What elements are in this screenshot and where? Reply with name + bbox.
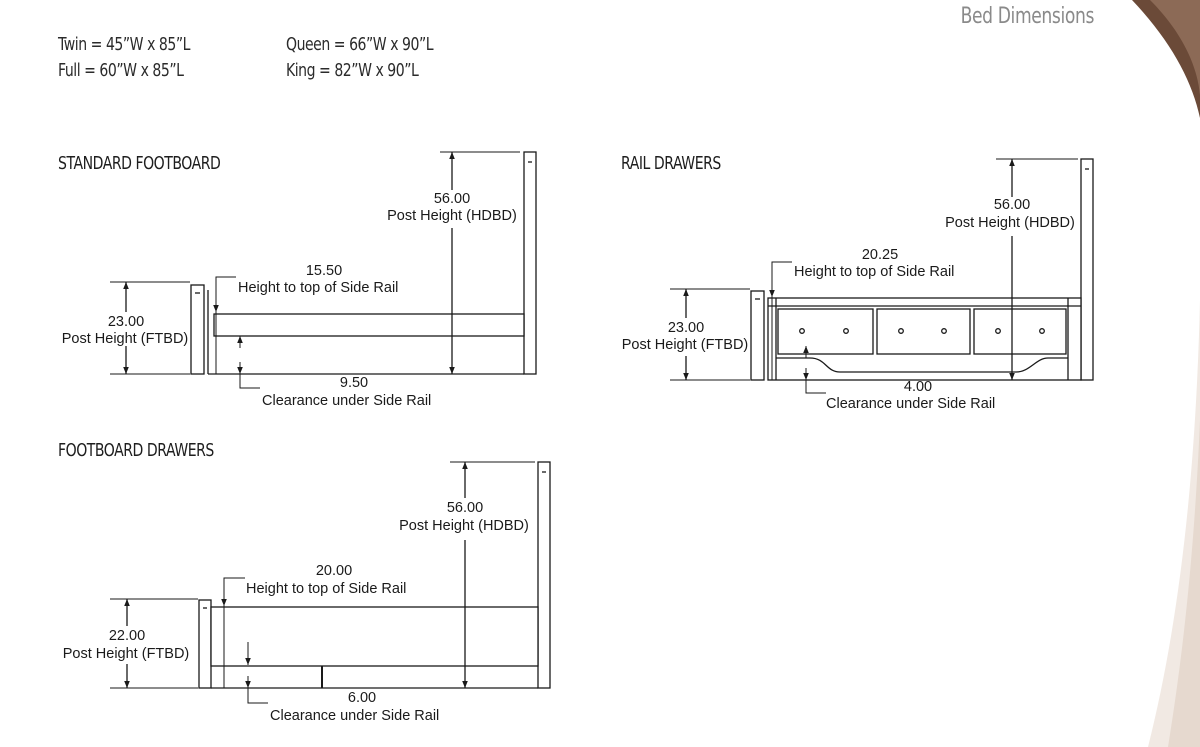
- side-rail: [210, 606, 539, 667]
- headboard-post: [523, 151, 537, 375]
- diagram-rail-drawers: [670, 158, 1094, 394]
- fd-hdbd-label: Post Height (HDBD): [399, 518, 529, 534]
- page-title: Bed Dimensions: [960, 4, 1095, 29]
- rd-ftbd-label: Post Height (FTBD): [622, 337, 749, 353]
- std-rail-label: Height to top of Side Rail: [238, 280, 398, 296]
- rd-rail-label: Height to top of Side Rail: [794, 264, 954, 280]
- footboard-post: [198, 599, 212, 689]
- section-title-footboard-drawers: FOOTBOARD DRAWERS: [58, 440, 214, 461]
- drawer-right: [973, 308, 1067, 355]
- std-clear-value: 9.50: [340, 375, 368, 391]
- rd-hdbd-label: Post Height (HDBD): [945, 215, 1075, 231]
- section-title-rail-drawers: RAIL DRAWERS: [621, 153, 721, 174]
- rd-clear-value: 4.00: [904, 379, 932, 395]
- rd-ftbd-value: 23.00: [668, 320, 704, 336]
- fd-clear-label: Clearance under Side Rail: [270, 708, 439, 724]
- rail-apron-curve: [776, 357, 1068, 373]
- fd-ftbd-label: Post Height (FTBD): [63, 646, 190, 662]
- diagram-footboard-drawers: [110, 461, 551, 704]
- section-title-standard-footboard: STANDARD FOOTBOARD: [58, 153, 221, 174]
- std-rail-value: 15.50: [306, 263, 342, 279]
- fd-ftbd-value: 22.00: [109, 628, 145, 644]
- size-full: Full = 60”W x 85”L: [58, 60, 184, 81]
- rd-hdbd-value: 56.00: [994, 197, 1030, 213]
- size-king: King = 82”W x 90”L: [286, 60, 419, 81]
- std-hdbd-label: Post Height (HDBD): [387, 208, 517, 224]
- side-rail-drawer-frame: [767, 297, 1082, 381]
- size-queen: Queen = 66”W x 90”L: [286, 34, 434, 55]
- diagram-standard-footboard: [110, 151, 537, 389]
- footboard-post: [190, 284, 205, 375]
- rd-rail-value: 20.25: [862, 247, 898, 263]
- size-twin: Twin = 45”W x 85”L: [58, 34, 191, 55]
- side-rail: [213, 313, 525, 337]
- fd-hdbd-value: 56.00: [447, 500, 483, 516]
- drawer-left: [777, 308, 874, 355]
- footboard-post: [750, 290, 765, 381]
- fd-clear-value: 6.00: [348, 690, 376, 706]
- fd-rail-label: Height to top of Side Rail: [246, 581, 406, 597]
- std-ftbd-label: Post Height (FTBD): [62, 331, 189, 347]
- headboard-post: [537, 461, 551, 689]
- drawer-middle: [876, 308, 971, 355]
- std-hdbd-value: 56.00: [434, 191, 470, 207]
- fd-rail-value: 20.00: [316, 563, 352, 579]
- rd-clear-label: Clearance under Side Rail: [826, 396, 995, 412]
- std-ftbd-value: 23.00: [108, 314, 144, 330]
- headboard-post: [1080, 158, 1094, 381]
- std-clear-label: Clearance under Side Rail: [262, 393, 431, 409]
